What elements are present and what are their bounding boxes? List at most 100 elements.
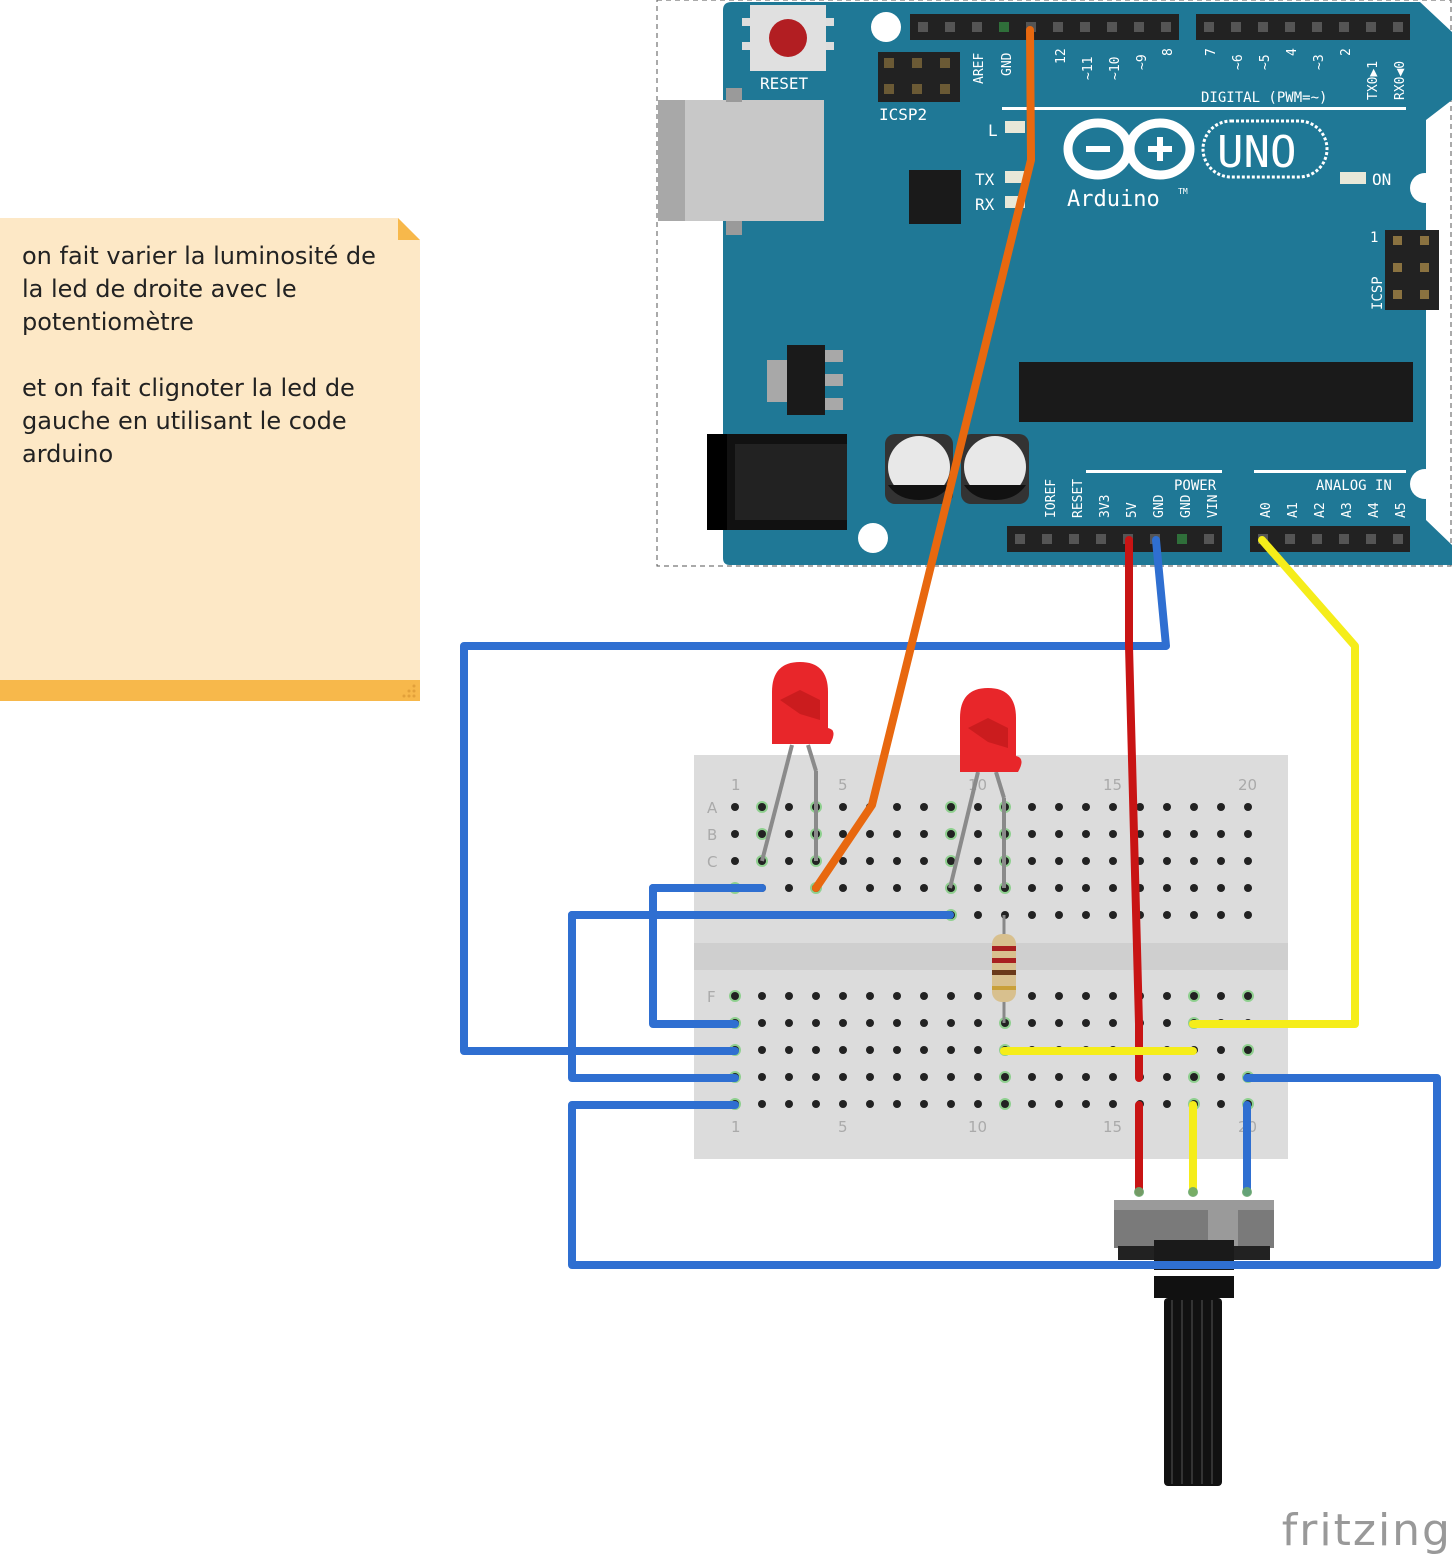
- breadboard-hole: [785, 1100, 793, 1108]
- breadboard-hole: [1244, 803, 1252, 811]
- col-num-top-5: 5: [838, 776, 848, 794]
- svg-text:A2: A2: [1313, 502, 1328, 518]
- row-label-a: A: [707, 799, 718, 817]
- breadboard-hole: [866, 884, 874, 892]
- breadboard-hole: [920, 1019, 928, 1027]
- breadboard-hole: [839, 857, 847, 865]
- breadboard-hole: [1190, 1073, 1198, 1081]
- svg-text:A3: A3: [1340, 502, 1355, 518]
- uno-text: UNO: [1217, 127, 1296, 178]
- breadboard-hole: [1109, 911, 1117, 919]
- breadboard-hole: [785, 1019, 793, 1027]
- breadboard-hole: [1217, 1073, 1225, 1081]
- breadboard-hole: [974, 857, 982, 865]
- svg-text:3V3: 3V3: [1098, 495, 1113, 518]
- breadboard-hole: [1028, 1100, 1036, 1108]
- breadboard-hole: [839, 992, 847, 1000]
- breadboard-hole: [893, 1019, 901, 1027]
- breadboard-hole: [1001, 1100, 1009, 1108]
- reset-label: RESET: [760, 74, 809, 93]
- breadboard-hole: [920, 1073, 928, 1081]
- breadboard-hole: [1055, 884, 1063, 892]
- breadboard-hole: [731, 857, 739, 865]
- breadboard-hole: [1109, 1073, 1117, 1081]
- fritzing-watermark: fritzing: [1281, 1505, 1452, 1556]
- breadboard-hole: [1109, 830, 1117, 838]
- breadboard-hole: [1163, 857, 1171, 865]
- breadboard-hole: [893, 803, 901, 811]
- breadboard-hole: [1163, 803, 1171, 811]
- breadboard: 1 5 10 15 20 1 5 10 15 20 A B C F: [694, 755, 1288, 1159]
- svg-text:~3: ~3: [1312, 54, 1327, 70]
- breadboard-hole: [785, 884, 793, 892]
- breadboard-hole: [1190, 992, 1198, 1000]
- svg-text:TX0▶1: TX0▶1: [1366, 61, 1381, 100]
- breadboard-hole: [947, 992, 955, 1000]
- breadboard-hole: [1163, 1073, 1171, 1081]
- breadboard-hole: [866, 992, 874, 1000]
- breadboard-hole: [974, 992, 982, 1000]
- breadboard-hole: [947, 857, 955, 865]
- breadboard-hole: [1217, 992, 1225, 1000]
- breadboard-hole: [1136, 803, 1144, 811]
- svg-text:GND: GND: [1179, 494, 1194, 518]
- breadboard-hole: [1028, 911, 1036, 919]
- breadboard-hole: [839, 884, 847, 892]
- sticky-note-background: [0, 218, 420, 701]
- breadboard-hole: [920, 803, 928, 811]
- breadboard-hole: [1055, 992, 1063, 1000]
- svg-text:GND: GND: [1000, 52, 1015, 76]
- breadboard-hole: [947, 1019, 955, 1027]
- led-l-label: L: [988, 121, 998, 140]
- svg-text:GND: GND: [1152, 494, 1167, 518]
- breadboard-hole: [866, 1073, 874, 1081]
- breadboard-hole: [1217, 884, 1225, 892]
- breadboard-hole: [758, 1019, 766, 1027]
- breadboard-hole: [974, 803, 982, 811]
- svg-text:~9: ~9: [1135, 54, 1150, 70]
- breadboard-hole: [1109, 992, 1117, 1000]
- svg-text:2: 2: [1339, 48, 1354, 56]
- svg-text:~6: ~6: [1231, 54, 1246, 70]
- breadboard-hole: [974, 1100, 982, 1108]
- icsp2-label: ICSP2: [879, 105, 927, 124]
- breadboard-hole: [974, 830, 982, 838]
- svg-text:7: 7: [1204, 48, 1219, 56]
- led-on-label: ON: [1372, 170, 1391, 189]
- breadboard-hole: [1190, 803, 1198, 811]
- note-text: on fait varier la luminosité de la led d…: [22, 242, 376, 468]
- svg-text:5V: 5V: [1125, 502, 1140, 518]
- breadboard-hole: [1217, 911, 1225, 919]
- breadboard-hole: [1028, 1073, 1036, 1081]
- breadboard-hole: [1082, 884, 1090, 892]
- breadboard-hole: [1028, 803, 1036, 811]
- arduino-uno-board: RESET ICSP2 AREF GND 12 ~11 ~10 ~9 8 7: [656, 0, 1452, 567]
- svg-text:~5: ~5: [1258, 54, 1273, 70]
- breadboard-hole: [1082, 857, 1090, 865]
- col-num-top-1: 1: [731, 776, 741, 794]
- analog-in-label: ANALOG IN: [1316, 478, 1392, 494]
- breadboard-hole: [893, 884, 901, 892]
- breadboard-hole: [947, 830, 955, 838]
- svg-text:A1: A1: [1286, 502, 1301, 518]
- breadboard-hole: [866, 857, 874, 865]
- breadboard-hole: [1028, 857, 1036, 865]
- breadboard-hole: [812, 1046, 820, 1054]
- breadboard-hole: [1190, 857, 1198, 865]
- svg-text:4: 4: [1285, 48, 1300, 56]
- breadboard-hole: [1217, 1100, 1225, 1108]
- breadboard-hole: [1244, 857, 1252, 865]
- breadboard-hole: [1055, 911, 1063, 919]
- breadboard-hole: [1082, 1100, 1090, 1108]
- breadboard-hole: [839, 830, 847, 838]
- breadboard-hole: [1082, 1019, 1090, 1027]
- svg-text:12: 12: [1054, 48, 1069, 64]
- breadboard-hole: [1109, 1019, 1117, 1027]
- arduino-logo: UNO Arduino TM: [1063, 118, 1329, 212]
- svg-text:VIN: VIN: [1206, 495, 1221, 518]
- breadboard-hole: [1109, 1100, 1117, 1108]
- breadboard-hole: [947, 1046, 955, 1054]
- svg-text:AREF: AREF: [972, 53, 987, 84]
- breadboard-hole: [866, 1100, 874, 1108]
